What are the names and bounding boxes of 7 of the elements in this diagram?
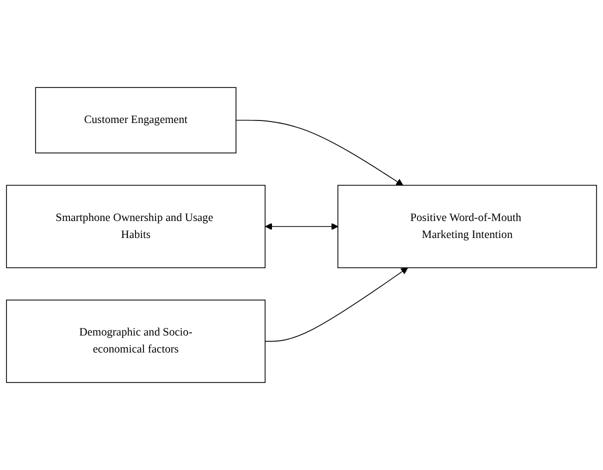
arrow bbox=[236, 120, 404, 186]
arrow bbox=[265, 222, 338, 230]
node-box: Positive Word-of-Mouth Marketing Intention bbox=[337, 184, 597, 268]
node-box: Smartphone Ownership and Usage Habits bbox=[6, 184, 266, 268]
node-box: Demographic and Socio-economical factors bbox=[6, 300, 266, 383]
node-box: Customer Engagement bbox=[35, 87, 236, 154]
arrow bbox=[264, 267, 408, 342]
